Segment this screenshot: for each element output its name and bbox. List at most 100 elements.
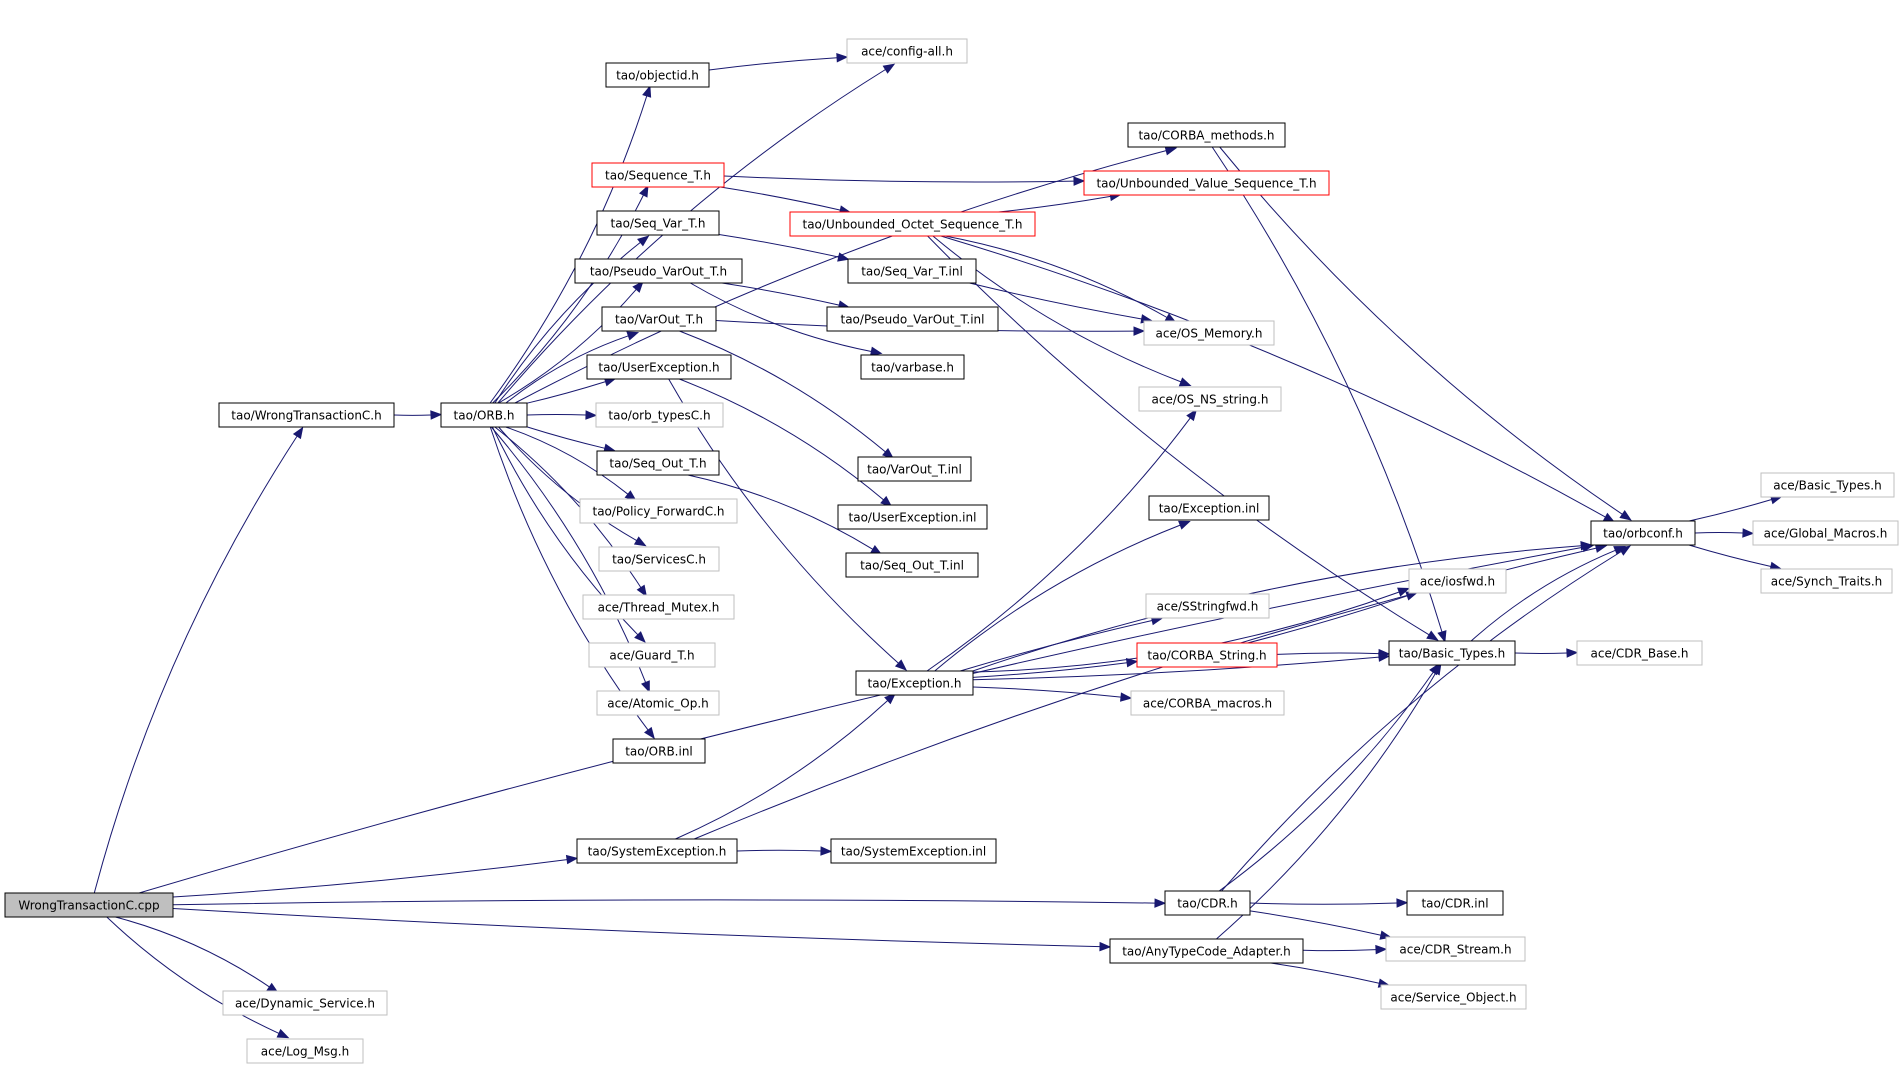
node-seqvarT[interactable]: tao/Seq_Var_T.h <box>596 210 720 236</box>
node-box[interactable] <box>605 62 710 88</box>
node-pseudoTinl[interactable]: tao/Pseudo_VarOut_T.inl <box>826 306 999 332</box>
node-box[interactable] <box>586 354 732 380</box>
node-box[interactable] <box>846 38 968 64</box>
node-root[interactable]: WrongTransactionC.cpp <box>4 892 174 918</box>
node-box[interactable] <box>596 690 720 716</box>
node-orbinl[interactable]: tao/ORB.inl <box>612 738 706 764</box>
node-userexcinl[interactable]: tao/UserException.inl <box>837 504 988 530</box>
node-box[interactable] <box>1130 690 1285 716</box>
node-box[interactable] <box>845 552 979 578</box>
node-box[interactable] <box>1406 890 1504 916</box>
node-varoutTinl[interactable]: tao/VarOut_T.inl <box>857 456 972 482</box>
node-wrongtxh[interactable]: tao/WrongTransactionC.h <box>218 402 395 428</box>
node-box[interactable] <box>1388 640 1516 666</box>
node-box[interactable] <box>596 210 720 236</box>
node-box[interactable] <box>591 162 725 188</box>
node-box[interactable] <box>1760 568 1893 594</box>
node-box[interactable] <box>574 258 743 284</box>
node-policyfwd[interactable]: tao/Policy_ForwardC.h <box>579 498 738 524</box>
node-box[interactable] <box>847 258 977 284</box>
node-box[interactable] <box>582 594 735 620</box>
node-seqvarTinl[interactable]: tao/Seq_Var_T.inl <box>847 258 977 284</box>
node-box[interactable] <box>1109 938 1304 964</box>
node-box[interactable] <box>1385 936 1526 962</box>
node-excinl[interactable]: tao/Exception.inl <box>1148 495 1270 521</box>
node-box[interactable] <box>857 456 972 482</box>
node-box[interactable] <box>1143 320 1275 346</box>
node-sysexcinl[interactable]: tao/SystemException.inl <box>830 838 997 864</box>
node-atomicop[interactable]: ace/Atomic_Op.h <box>596 690 720 716</box>
node-box[interactable] <box>440 402 528 428</box>
node-svcobj[interactable]: ace/Service_Object.h <box>1380 984 1527 1010</box>
node-varbase[interactable]: tao/varbase.h <box>860 354 965 380</box>
node-synchtraits[interactable]: ace/Synch_Traits.h <box>1760 568 1893 594</box>
node-box[interactable] <box>826 306 999 332</box>
node-logmsg[interactable]: ace/Log_Msg.h <box>246 1038 364 1064</box>
node-sstringfwd[interactable]: ace/SStringfwd.h <box>1145 593 1270 619</box>
node-box[interactable] <box>1136 642 1278 668</box>
node-box[interactable] <box>1083 170 1330 196</box>
node-box[interactable] <box>601 306 717 332</box>
node-osnsstr[interactable]: ace/OS_NS_string.h <box>1138 386 1282 412</box>
node-objectid[interactable]: tao/objectid.h <box>605 62 710 88</box>
node-box[interactable] <box>789 211 1036 237</box>
node-box[interactable] <box>830 838 997 864</box>
node-anytc[interactable]: tao/AnyTypeCode_Adapter.h <box>1109 938 1304 964</box>
node-iosfwd[interactable]: ace/iosfwd.h <box>1408 568 1507 594</box>
node-configall[interactable]: ace/config-all.h <box>846 38 968 64</box>
node-box[interactable] <box>855 670 974 696</box>
node-seqoutTinl[interactable]: tao/Seq_Out_T.inl <box>845 552 979 578</box>
node-cdrh[interactable]: tao/CDR.h <box>1164 890 1251 916</box>
node-box[interactable] <box>1164 890 1251 916</box>
node-box[interactable] <box>1752 520 1899 546</box>
node-userexc[interactable]: tao/UserException.h <box>586 354 732 380</box>
node-orbh[interactable]: tao/ORB.h <box>440 402 528 428</box>
node-osmem[interactable]: ace/OS_Memory.h <box>1143 320 1275 346</box>
node-globalmacros[interactable]: ace/Global_Macros.h <box>1752 520 1899 546</box>
node-box[interactable] <box>1380 984 1527 1010</box>
node-sysexc[interactable]: tao/SystemException.h <box>576 838 738 864</box>
node-box[interactable] <box>222 990 388 1016</box>
node-box[interactable] <box>4 892 174 918</box>
node-corbamethods[interactable]: tao/CORBA_methods.h <box>1127 122 1286 148</box>
node-corbastr[interactable]: tao/CORBA_String.h <box>1136 642 1278 668</box>
node-box[interactable] <box>1760 472 1895 498</box>
node-seqoutT[interactable]: tao/Seq_Out_T.h <box>596 450 720 476</box>
node-dynsvc[interactable]: ace/Dynamic_Service.h <box>222 990 388 1016</box>
node-cdrinl[interactable]: tao/CDR.inl <box>1406 890 1504 916</box>
node-box[interactable] <box>1127 122 1286 148</box>
node-box[interactable] <box>1408 568 1507 594</box>
node-box[interactable] <box>612 738 706 764</box>
node-unbvalseq[interactable]: tao/Unbounded_Value_Sequence_T.h <box>1083 170 1330 196</box>
node-guardT[interactable]: ace/Guard_T.h <box>588 642 716 668</box>
node-exch[interactable]: tao/Exception.h <box>855 670 974 696</box>
node-unboctseq[interactable]: tao/Unbounded_Octet_Sequence_T.h <box>789 211 1036 237</box>
node-threadmutex[interactable]: ace/Thread_Mutex.h <box>582 594 735 620</box>
node-pseudoT[interactable]: tao/Pseudo_VarOut_T.h <box>574 258 743 284</box>
node-box[interactable] <box>1576 640 1703 666</box>
node-box[interactable] <box>576 838 738 864</box>
node-seqT[interactable]: tao/Sequence_T.h <box>591 162 725 188</box>
node-box[interactable] <box>595 402 724 428</box>
node-box[interactable] <box>596 450 720 476</box>
node-box[interactable] <box>1148 495 1270 521</box>
node-corbamacros[interactable]: ace/CORBA_macros.h <box>1130 690 1285 716</box>
node-orbtypes[interactable]: tao/orb_typesC.h <box>595 402 724 428</box>
node-box[interactable] <box>1145 593 1270 619</box>
node-box[interactable] <box>837 504 988 530</box>
node-box[interactable] <box>860 354 965 380</box>
node-box[interactable] <box>1138 386 1282 412</box>
node-varoutT[interactable]: tao/VarOut_T.h <box>601 306 717 332</box>
node-box[interactable] <box>579 498 738 524</box>
node-basictypes[interactable]: tao/Basic_Types.h <box>1388 640 1516 666</box>
node-box[interactable] <box>588 642 716 668</box>
node-orbconf[interactable]: tao/orbconf.h <box>1590 520 1696 546</box>
node-cdrstream[interactable]: ace/CDR_Stream.h <box>1385 936 1526 962</box>
node-services[interactable]: tao/ServicesC.h <box>598 546 720 572</box>
node-box[interactable] <box>246 1038 364 1064</box>
node-box[interactable] <box>598 546 720 572</box>
node-box[interactable] <box>218 402 395 428</box>
node-acebasic[interactable]: ace/Basic_Types.h <box>1760 472 1895 498</box>
node-cdrbase[interactable]: ace/CDR_Base.h <box>1576 640 1703 666</box>
node-box[interactable] <box>1590 520 1696 546</box>
